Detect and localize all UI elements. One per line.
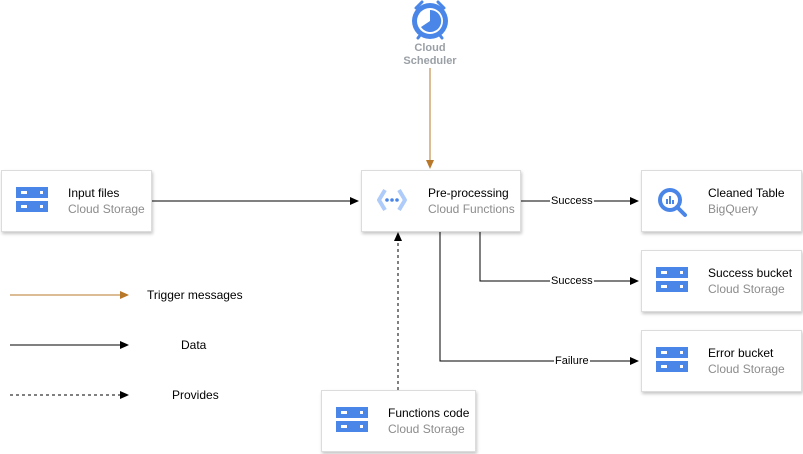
storage-icon [16, 187, 48, 212]
node-input-files[interactable]: Input files Cloud Storage [1, 170, 152, 232]
scheduler-label-line1: Cloud [414, 42, 446, 54]
node-success-bucket[interactable]: Success bucket Cloud Storage [641, 250, 802, 312]
node-subtitle: Cloud Functions [428, 202, 515, 216]
storage-icon [336, 407, 368, 432]
edge-preprocessing-to-error-bucket [439, 232, 639, 365]
edge-preprocessing-to-success-bucket [479, 232, 639, 285]
legend-data-label: Data [181, 338, 207, 352]
node-error-bucket[interactable]: Error bucket Cloud Storage [641, 330, 802, 392]
legend-provides-label: Provides [172, 388, 219, 402]
edge-label-to-table: Success [550, 195, 594, 207]
node-subtitle: Cloud Storage [708, 282, 785, 296]
node-title: Pre-processing [428, 186, 509, 200]
storage-icon [656, 347, 688, 372]
node-title: Functions code [388, 406, 470, 420]
node-cleaned-table[interactable]: Cleaned Table BigQuery [641, 170, 802, 232]
functions-icon [377, 188, 407, 212]
scheduler-label-line2: Scheduler [403, 55, 457, 67]
node-preprocessing[interactable]: Pre-processing Cloud Functions [361, 170, 521, 232]
edge-label-to-success-bucket: Success [550, 275, 594, 287]
node-title: Input files [68, 186, 120, 200]
node-subtitle: Cloud Storage [388, 422, 465, 436]
node-functions-code[interactable]: Functions code Cloud Storage [321, 390, 476, 452]
legend-trigger-label: Trigger messages [147, 288, 243, 302]
node-title: Success bucket [708, 266, 793, 280]
scheduler-label: Cloud Scheduler [400, 42, 460, 68]
node-subtitle: Cloud Storage [708, 362, 785, 376]
storage-icon [656, 267, 688, 292]
node-title: Cleaned Table [708, 186, 785, 200]
clock-icon [412, 0, 448, 40]
edge-label-to-error-bucket: Failure [554, 355, 590, 367]
node-title: Error bucket [708, 346, 774, 360]
node-subtitle: BigQuery [708, 202, 759, 216]
node-subtitle: Cloud Storage [68, 202, 145, 216]
bigquery-icon [658, 188, 687, 217]
